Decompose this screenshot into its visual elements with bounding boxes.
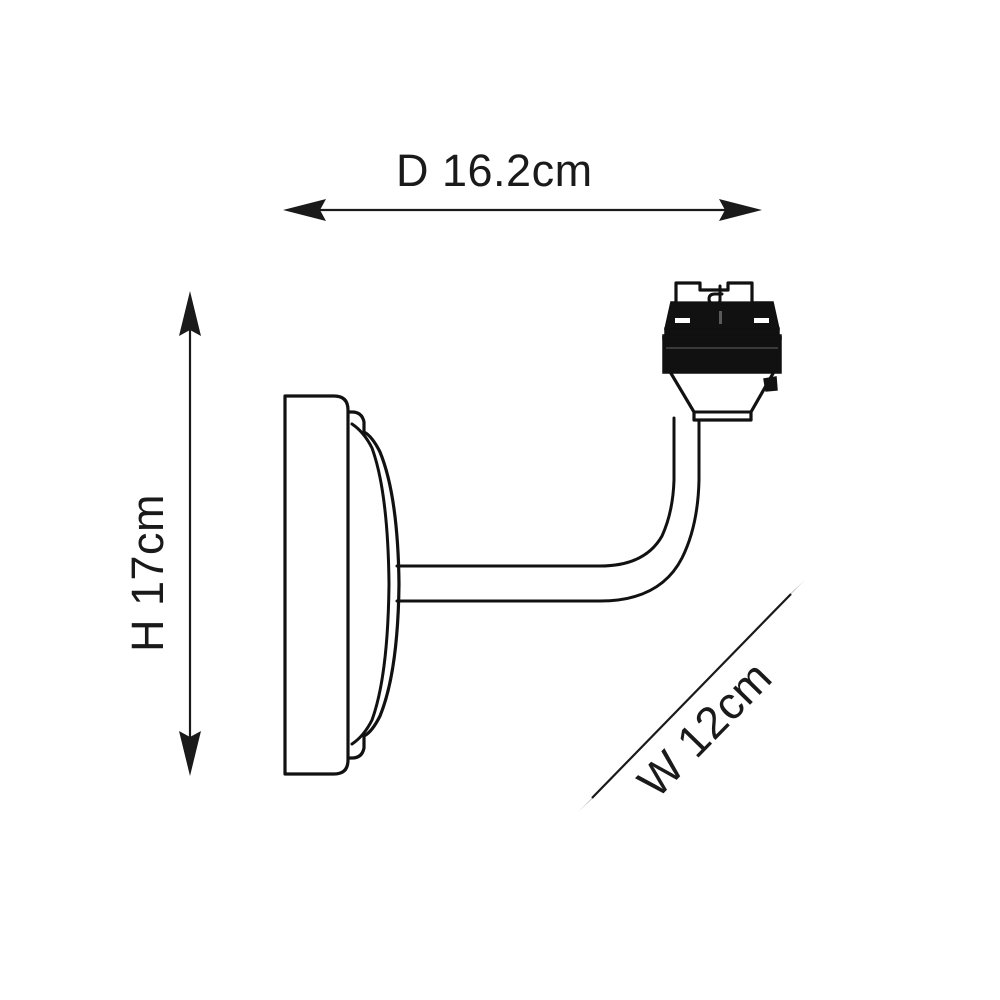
lampholder-ridge-lower bbox=[662, 334, 782, 340]
lampholder-notch-left bbox=[675, 318, 690, 323]
arm-inner-edge bbox=[395, 416, 676, 568]
lampholder-dark-ring bbox=[662, 336, 782, 374]
height-arrowhead-bottom bbox=[179, 731, 201, 776]
width-dimension-label: W 12cm bbox=[628, 651, 782, 807]
height-arrowhead-top bbox=[179, 291, 201, 336]
height-dimension-label: H 17cm bbox=[122, 494, 173, 652]
lampholder-side-tab bbox=[763, 376, 778, 392]
depth-arrowhead-right bbox=[719, 199, 762, 221]
height-dimension-arrow bbox=[179, 291, 201, 776]
arm-outer-edge bbox=[395, 416, 701, 603]
lampholder bbox=[662, 281, 782, 422]
width-dimension-line bbox=[591, 593, 792, 799]
lampholder-notch-right bbox=[754, 318, 769, 323]
depth-dimension-label: D 16.2cm bbox=[396, 145, 593, 196]
lampholder-center-mark bbox=[719, 311, 722, 324]
wall-light-fixture bbox=[283, 281, 782, 776]
wall-plate bbox=[283, 394, 350, 776]
width-dimension-arrow bbox=[578, 580, 805, 812]
width-arrowhead-top-right bbox=[765, 580, 805, 619]
width-arrowhead-bottom-left bbox=[578, 773, 618, 812]
depth-dimension-arrow bbox=[283, 199, 762, 221]
depth-arrowhead-left bbox=[283, 199, 326, 221]
bayonet-slot-icon bbox=[707, 284, 724, 306]
dome-contour-line bbox=[350, 422, 391, 746]
